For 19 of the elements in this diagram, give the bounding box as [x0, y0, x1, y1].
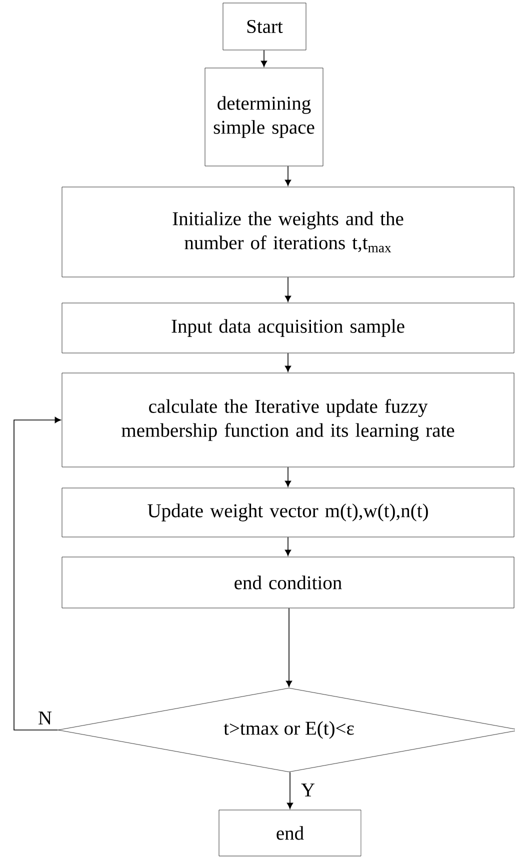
process-box: calculate the Iterative update fuzzy membership function and its learning rate: [62, 372, 514, 468]
process-box: determining simple space: [204, 68, 324, 166]
arrow: [284, 352, 292, 372]
arrow: [284, 276, 292, 302]
arrow: [286, 772, 294, 809]
arrow: [260, 50, 268, 67]
edge-label: Y: [300, 782, 316, 798]
arrow: [284, 166, 292, 186]
process-box: Initialize the weights and the number of iterations t,t$_{max}$: [62, 186, 514, 278]
process-box: Update weight vector m(t),w(t),n(t): [62, 488, 514, 538]
arrow: [286, 608, 292, 687]
arrow: [14, 416, 61, 730]
process-box: end condition: [62, 556, 514, 608]
arrow: [284, 536, 292, 556]
process-box: Input data acquisition sample: [62, 302, 514, 354]
process-box: Start: [222, 2, 306, 50]
arrow: [284, 466, 292, 487]
process-box: end: [218, 810, 362, 856]
edge-label: N: [36, 710, 54, 726]
